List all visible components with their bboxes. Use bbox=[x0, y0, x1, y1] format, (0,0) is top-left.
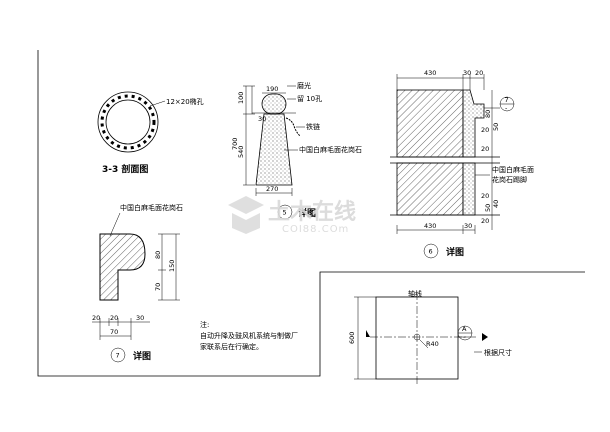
detail-5: 100 540 700 190 30 磨光 留 10孔 铁链 中国白麻毛面花岗石… bbox=[231, 81, 362, 220]
ring-inner bbox=[105, 99, 151, 145]
svg-text:80: 80 bbox=[154, 251, 162, 259]
label-skirting: 中国白麻毛面 bbox=[492, 165, 534, 174]
label-hole: 留 10孔 bbox=[297, 94, 322, 103]
size-note: 根据尺寸 bbox=[484, 348, 512, 357]
svg-text:自动升降及鼓风机系统与制做厂: 自动升降及鼓风机系统与制做厂 bbox=[200, 331, 298, 340]
wall-upper bbox=[396, 89, 464, 158]
svg-text:40: 40 bbox=[492, 200, 500, 208]
section-title: 3-3 剖面图 bbox=[102, 163, 148, 175]
svg-text:20: 20 bbox=[481, 126, 489, 134]
svg-text:20: 20 bbox=[475, 69, 483, 77]
hole-note: 12×20椭孔 bbox=[166, 97, 204, 106]
svg-text:270: 270 bbox=[266, 185, 278, 193]
center-hole bbox=[413, 333, 421, 341]
chain-icon bbox=[285, 117, 301, 137]
sheet-border bbox=[37, 50, 585, 377]
svg-text:430: 430 bbox=[424, 69, 436, 77]
coping-profile bbox=[99, 233, 146, 301]
svg-text:30: 30 bbox=[464, 222, 472, 230]
ring-band bbox=[100, 94, 156, 150]
svg-text:80: 80 bbox=[484, 110, 492, 118]
svg-text:30: 30 bbox=[258, 115, 266, 123]
svg-text:家联系后在行确定。: 家联系后在行确定。 bbox=[200, 342, 263, 351]
detail-7-marker bbox=[110, 347, 126, 363]
hole-leader bbox=[149, 100, 166, 107]
post-head bbox=[261, 93, 287, 115]
detail-5-title: 详图 bbox=[298, 207, 316, 219]
svg-text:5: 5 bbox=[283, 209, 287, 217]
svg-text:30: 30 bbox=[463, 69, 471, 77]
svg-text:70: 70 bbox=[110, 328, 118, 336]
label-chain: 铁链 bbox=[306, 122, 320, 131]
svg-text:6: 6 bbox=[429, 248, 433, 256]
section-3-3: 12×20椭孔 3-3 剖面图 bbox=[97, 91, 204, 175]
detail-5-marker bbox=[277, 204, 293, 220]
svg-text:70: 70 bbox=[154, 283, 162, 291]
watermark: 土木在线 COI88.COm bbox=[228, 196, 356, 235]
detail-6-marker bbox=[423, 243, 439, 259]
svg-text:土木在线: 土木在线 bbox=[268, 199, 356, 225]
svg-text:注:: 注: bbox=[200, 320, 209, 329]
svg-text:A: A bbox=[462, 325, 467, 333]
label-granite-7: 中国白麻毛面花岗石 bbox=[120, 203, 183, 212]
svg-text:R40: R40 bbox=[426, 340, 439, 348]
label-polish: 磨光 bbox=[297, 81, 311, 90]
svg-text:20: 20 bbox=[481, 145, 489, 153]
post-body bbox=[255, 113, 293, 186]
svg-text:150: 150 bbox=[168, 260, 176, 272]
svg-text:-: - bbox=[463, 333, 466, 341]
svg-text:50: 50 bbox=[484, 204, 492, 212]
svg-text:100: 100 bbox=[237, 92, 245, 104]
svg-text:20: 20 bbox=[92, 314, 100, 322]
svg-text:COI88.COm: COI88.COm bbox=[282, 224, 349, 235]
skirting bbox=[462, 162, 476, 216]
watermark-logo-icon bbox=[228, 196, 264, 234]
svg-text:20: 20 bbox=[481, 217, 489, 225]
svg-text:600: 600 bbox=[348, 332, 356, 344]
svg-text:20: 20 bbox=[481, 192, 489, 200]
svg-text:花岗石踢脚: 花岗石踢脚 bbox=[492, 175, 527, 184]
svg-text:700: 700 bbox=[231, 138, 239, 150]
note-block: 注: 自动升降及鼓风机系统与制做厂 家联系后在行确定。 bbox=[200, 320, 298, 351]
svg-text:7: 7 bbox=[505, 96, 509, 104]
wall-lower bbox=[396, 162, 464, 216]
svg-text:-: - bbox=[505, 104, 508, 112]
detail-7-title: 详图 bbox=[133, 350, 151, 362]
detail-6: 430 30 20 80 50 20 20 20 40 20 50 7 - 中国… bbox=[390, 69, 534, 259]
label-granite: 中国白麻毛面花岗石 bbox=[299, 145, 362, 154]
detail-6-title: 详图 bbox=[446, 246, 464, 258]
axis-label: 轴线 bbox=[408, 289, 422, 298]
svg-text:190: 190 bbox=[266, 85, 278, 93]
svg-text:50: 50 bbox=[492, 123, 500, 131]
svg-text:430: 430 bbox=[424, 222, 436, 230]
plan-view: R40 轴线 600 A - 根据尺寸 bbox=[348, 289, 512, 384]
svg-text:540: 540 bbox=[237, 146, 245, 158]
ring-outer bbox=[97, 91, 159, 153]
svg-text:20: 20 bbox=[110, 314, 118, 322]
svg-text:7: 7 bbox=[116, 352, 120, 360]
svg-text:30: 30 bbox=[136, 314, 144, 322]
detail-7: 中国白麻毛面花岗石 80 150 70 20 20 30 70 7 详图 bbox=[92, 203, 183, 363]
